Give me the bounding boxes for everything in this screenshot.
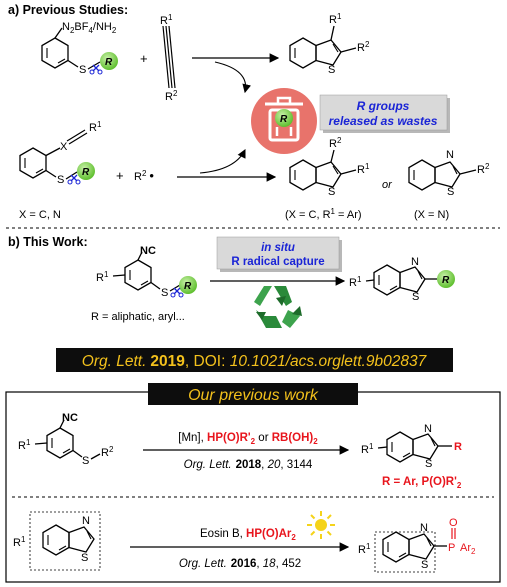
- svg-text:R2: R2: [329, 136, 342, 150]
- svg-text:R1: R1: [329, 12, 342, 26]
- svg-text:Ar2: Ar2: [460, 542, 476, 556]
- svg-text:R1: R1: [96, 270, 109, 284]
- svg-text:R: R: [454, 441, 462, 453]
- svg-text:+: +: [140, 51, 148, 66]
- scissors-icon-2: [70, 174, 78, 182]
- svg-text:N: N: [82, 515, 90, 527]
- svg-text:R: R: [105, 57, 113, 68]
- svg-text:S: S: [161, 287, 168, 299]
- svg-text:R1: R1: [160, 13, 173, 27]
- svg-text:(X = N): (X = N): [414, 209, 449, 221]
- product-benzothiazole-b: N S R1 R: [349, 256, 455, 303]
- svg-text:X: X: [60, 141, 68, 153]
- r-definition: R = aliphatic, aryl...: [91, 311, 185, 323]
- svg-text:+: +: [116, 168, 124, 183]
- prev-row1-product-def: R = Ar, P(O)R'2: [382, 476, 462, 490]
- alkyne: R1 R2: [160, 13, 178, 103]
- svg-text:NC: NC: [62, 412, 78, 424]
- svg-text:released as wastes: released as wastes: [329, 114, 438, 128]
- section-a-title: a) Previous Studies:: [8, 3, 128, 17]
- svg-text:in situ: in situ: [261, 242, 295, 254]
- sulfur-atom: S: [79, 64, 86, 76]
- svg-text:R1: R1: [89, 120, 102, 134]
- svg-text:R radical capture: R radical capture: [231, 256, 324, 268]
- svg-text:S: S: [412, 291, 419, 303]
- svg-text:S: S: [425, 458, 432, 470]
- prev-row1-reference: Org. Lett.2018, 20, 3144: [184, 459, 313, 471]
- in-situ-box: in situ R radical capture: [216, 236, 342, 272]
- svg-text:R1: R1: [349, 275, 362, 289]
- svg-text:R1: R1: [13, 535, 26, 549]
- x-definition: X = C, N: [19, 209, 61, 221]
- svg-text:R2: R2: [477, 162, 490, 176]
- reagent-aryl-sulfide-2: X R1 S R: [19, 120, 102, 186]
- section-b-title: b) This Work:: [8, 235, 88, 249]
- prev-row2-conditions: Eosin B, HP(O)Ar2: [200, 528, 296, 542]
- waste-trash-icon: R: [251, 88, 317, 154]
- prev-row1-conditions: [Mn], HP(O)R'2 or RB(OH)2: [178, 432, 318, 446]
- prev-row1-reagent: NC R1 S R2: [18, 412, 114, 467]
- svg-text:R1: R1: [357, 162, 370, 176]
- svg-text:R2: R2: [101, 445, 114, 459]
- svg-text:or: or: [382, 179, 393, 191]
- svg-text:S: S: [328, 64, 335, 76]
- citation-text: Org. Lett.2019, DOI: 10.1021/acs.orglett…: [82, 353, 428, 370]
- svg-text:R: R: [82, 167, 90, 178]
- svg-text:S: S: [81, 552, 88, 564]
- svg-text:R2: R2: [165, 89, 178, 103]
- r-group-ball: [100, 52, 118, 70]
- scissors-icon-3: [173, 287, 181, 295]
- svg-text:R: R: [184, 281, 192, 292]
- svg-text:R groups: R groups: [357, 99, 410, 113]
- svg-text:R1: R1: [358, 542, 371, 556]
- prev-row2-product: N S P O Ar2 R1: [358, 517, 476, 573]
- sun-icon: [307, 511, 335, 539]
- svg-text:S: S: [447, 186, 454, 198]
- svg-text:N: N: [420, 522, 428, 534]
- product-benzothiophene-2: R2 R1 S: [289, 136, 370, 198]
- svg-text:S: S: [421, 559, 428, 571]
- svg-text:R1: R1: [361, 442, 374, 456]
- product-2-condition: (X = C, R1 = Ar): [285, 207, 362, 221]
- svg-text:O: O: [449, 517, 458, 529]
- reagent-aryl-isocyanide: NC R1 S R: [96, 245, 197, 299]
- previous-work-title-bg: [148, 383, 358, 405]
- svg-text:R1: R1: [18, 438, 31, 452]
- svg-text:N: N: [411, 256, 419, 268]
- waste-label-box: R groups released as wastes: [319, 94, 450, 133]
- radical-r2: R2•: [134, 168, 154, 183]
- prev-row2-reference: Org. Lett.2016, 18, 452: [179, 558, 301, 570]
- svg-text:R2: R2: [357, 40, 370, 54]
- svg-text:R: R: [442, 275, 450, 286]
- product-benzothiophene-1: R1 R2 S: [289, 12, 370, 76]
- svg-text:N: N: [446, 149, 454, 161]
- reagent-diazonium: N2BF4/NH2 S R: [41, 21, 118, 76]
- svg-text:R: R: [280, 114, 288, 125]
- svg-text:S: S: [82, 455, 89, 467]
- svg-text:NC: NC: [140, 245, 156, 257]
- svg-text:N2BF4/NH2: N2BF4/NH2: [62, 21, 117, 35]
- svg-text:S: S: [57, 174, 64, 186]
- prev-row1-product: N S R R1: [361, 423, 462, 470]
- product-benzothiazole: N S R2: [408, 149, 490, 198]
- prev-row2-reagent: N S R1: [13, 511, 101, 571]
- previous-work-title: Our previous work: [188, 387, 319, 404]
- svg-text:N: N: [424, 423, 432, 435]
- svg-text:S: S: [328, 186, 335, 198]
- svg-text:P: P: [448, 542, 455, 554]
- recycle-icon: [254, 286, 302, 328]
- citation-banner: Org. Lett.2019, DOI: 10.1021/acs.orglett…: [56, 348, 453, 372]
- scissors-icon: [92, 64, 100, 72]
